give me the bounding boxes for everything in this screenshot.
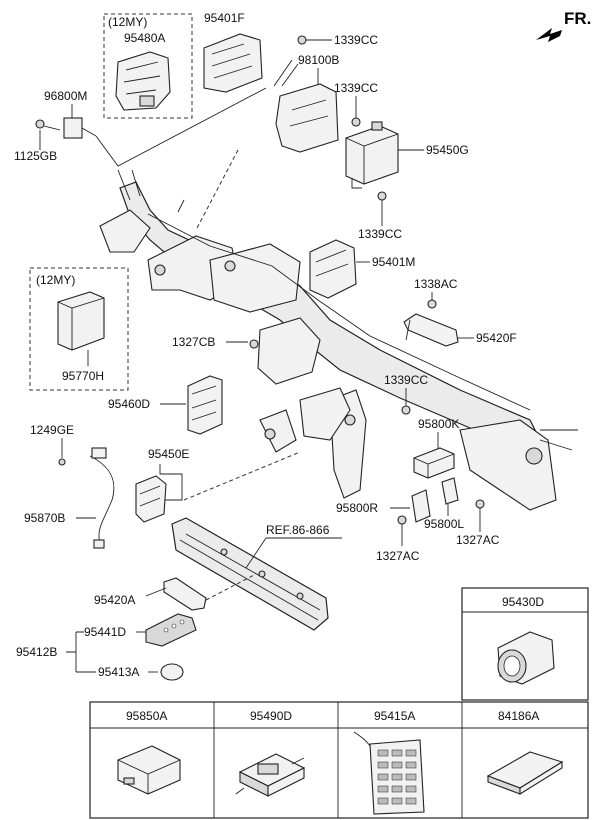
label-1338AC: 1338AC: [414, 277, 458, 291]
label-1339CC-a: 1339CC: [334, 33, 378, 47]
part-84186A: [486, 751, 564, 795]
my12-box-top: [103, 13, 193, 119]
part-98100B: [273, 59, 339, 153]
leader-96800M-to-frame: [95, 87, 267, 167]
part-95490D: [235, 753, 306, 797]
nut-1339CC-b: [351, 117, 361, 127]
nut-1339CC-c: [377, 191, 387, 201]
leader-dash-top: [195, 149, 239, 231]
label-1327AC-b: 1327AC: [456, 533, 500, 547]
part-95413A: [160, 663, 184, 681]
my12-note-left: (12MY): [36, 273, 75, 287]
label-95441D: 95441D: [84, 625, 126, 639]
label-95870B: 95870B: [24, 511, 65, 525]
part-95450G: [345, 121, 399, 189]
bolt-1327AC-b: [475, 499, 485, 509]
my12-note-top: (12MY): [108, 15, 147, 29]
label-95800R: 95800R: [336, 501, 378, 515]
part-95430D-start-button: [497, 631, 555, 685]
label-95800L: 95800L: [424, 517, 464, 531]
label-1339CC-c: 1339CC: [358, 227, 402, 241]
part-95480A: [115, 51, 171, 111]
label-95412B: 95412B: [16, 645, 57, 659]
label-98100B: 98100B: [298, 53, 339, 67]
bolt-1327CB: [249, 339, 259, 349]
leader-dash-95450E: [183, 451, 301, 501]
label-95401M: 95401M: [372, 255, 415, 269]
bolt-1249GE: [58, 458, 66, 466]
part-95770H: [57, 291, 105, 366]
label-95490D: 95490D: [250, 709, 292, 723]
part-95420A: [163, 577, 207, 611]
part-95460D: [187, 375, 223, 435]
part-96800M: [63, 117, 97, 139]
label-95850A: 95850A: [126, 709, 167, 723]
bolt-1327AC-a: [397, 515, 407, 525]
label-1249GE: 1249GE: [30, 423, 74, 437]
part-95401M: [309, 239, 357, 299]
my12-box-left: [29, 267, 129, 391]
label-1327CB: 1327CB: [172, 335, 215, 349]
front-direction-label: FR.: [564, 9, 591, 28]
bolt-1125GB: [35, 119, 61, 131]
part-95850A: [117, 745, 181, 795]
label-95420A: 95420A: [94, 593, 135, 607]
part-95800K: [413, 447, 455, 479]
part-95441D: [145, 613, 197, 647]
label-95415A: 95415A: [374, 709, 415, 723]
nut-1338AC: [427, 299, 437, 309]
nut-1339CC-a: [297, 35, 307, 45]
label-95800K: 95800K: [418, 417, 459, 431]
nut-1339CC-d: [401, 405, 411, 415]
label-95401F: 95401F: [204, 11, 245, 25]
part-95870B: [89, 447, 115, 549]
part-95401F: [203, 33, 263, 93]
label-1339CC-b: 1339CC: [334, 81, 378, 95]
part-95415A: [353, 731, 425, 815]
label-95480A: 95480A: [124, 31, 165, 45]
label-84186A: 84186A: [498, 709, 539, 723]
label-95450G: 95450G: [426, 143, 469, 157]
label-95413A: 95413A: [98, 665, 139, 679]
reference-note: REF.86-866: [266, 523, 330, 537]
part-95800R: [411, 489, 431, 523]
label-1125GB: 1125GB: [14, 149, 57, 163]
label-95460D: 95460D: [108, 397, 150, 411]
label-95430D: 95430D: [502, 595, 544, 609]
part-95800L: [441, 477, 459, 505]
part-95420F: [403, 313, 459, 347]
reinforcement-bar: [171, 517, 329, 631]
label-1339CC-d: 1339CC: [384, 373, 428, 387]
leader-dash-95420A: [205, 573, 257, 601]
cowl-cross-bar: [99, 169, 578, 511]
label-95770H: 95770H: [62, 369, 104, 383]
label-96800M: 96800M: [44, 89, 87, 103]
label-1327AC-a: 1327AC: [376, 549, 420, 563]
part-95450E: [135, 475, 167, 523]
front-direction-arrow-icon: [536, 28, 562, 42]
label-95450E: 95450E: [148, 447, 189, 461]
label-95420F: 95420F: [476, 331, 517, 345]
